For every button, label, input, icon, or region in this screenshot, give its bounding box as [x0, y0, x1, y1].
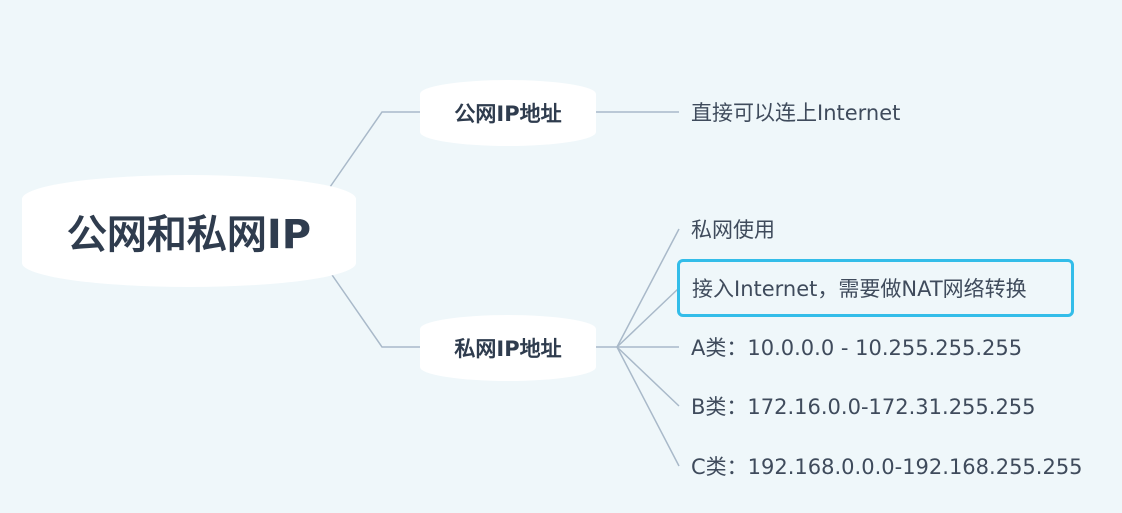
- branch-node-private-ip-label: 私网IP地址: [454, 337, 562, 361]
- connector-private-nat: [616, 287, 680, 348]
- leaf-node-class-b[interactable]: B类：172.16.0.0-172.31.255.255: [679, 386, 1036, 426]
- connector-root-public: [329, 111, 420, 188]
- leaf-node-class-b-label: B类：172.16.0.0-172.31.255.255: [691, 395, 1036, 419]
- leaf-node-class-c[interactable]: C类：192.168.0.0.0-192.168.255.255: [679, 446, 1083, 486]
- connector-private-class-c: [616, 346, 680, 467]
- leaf-node-direct-internet[interactable]: 直接可以连上Internet: [679, 92, 900, 132]
- root-node-label: 公网和私网IP: [66, 212, 312, 258]
- connector-root-private: [329, 271, 420, 348]
- branch-node-public-ip-label: 公网IP地址: [454, 102, 562, 126]
- leaf-node-nat-selected[interactable]: 接入Internet，需要做NAT网络转换: [677, 259, 1074, 317]
- connector-private-class-b: [616, 346, 680, 407]
- branch-node-public-ip[interactable]: 公网IP地址: [420, 80, 596, 146]
- leaf-node-private-use-label: 私网使用: [691, 218, 775, 242]
- leaf-node-class-c-label: C类：192.168.0.0.0-192.168.255.255: [691, 455, 1083, 479]
- connector-private-use: [616, 228, 680, 348]
- leaf-node-private-use[interactable]: 私网使用: [679, 209, 775, 249]
- leaf-node-direct-internet-label: 直接可以连上Internet: [691, 101, 901, 125]
- root-node[interactable]: 公网和私网IP: [22, 175, 356, 287]
- leaf-node-class-a[interactable]: A类：10.0.0.0 - 10.255.255.255: [679, 327, 1022, 367]
- leaf-node-class-a-label: A类：10.0.0.0 - 10.255.255.255: [691, 336, 1023, 360]
- branch-node-private-ip[interactable]: 私网IP地址: [420, 315, 596, 381]
- leaf-node-nat-label: 接入Internet，需要做NAT网络转换: [692, 277, 1027, 301]
